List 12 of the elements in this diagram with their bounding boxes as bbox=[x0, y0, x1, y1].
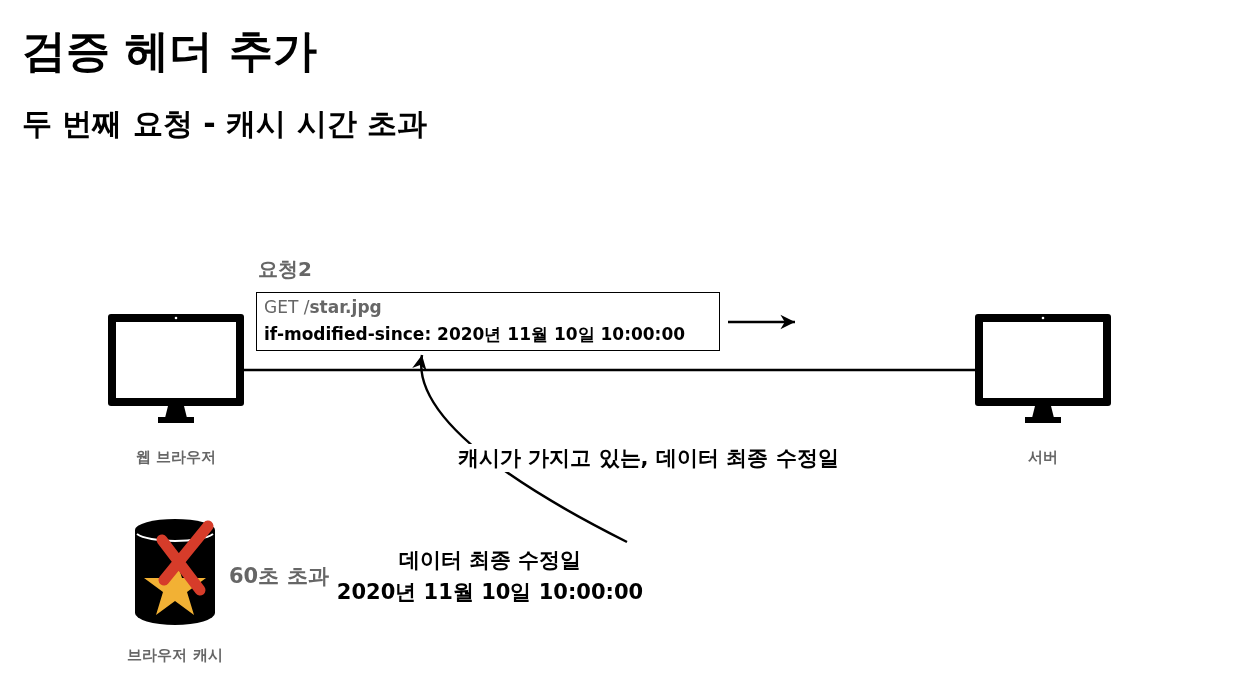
connector-line bbox=[244, 368, 975, 372]
device-label: 서버 bbox=[1027, 448, 1059, 467]
title: 검증 헤더 추가 bbox=[22, 24, 317, 78]
subtitle: 두 번째 요청 - 캐시 시간 초과 bbox=[22, 105, 428, 143]
header-line: if-modified-since: 2020년 11월 10일 10:00:00 bbox=[264, 323, 686, 346]
note-text: 2020년 11월 10일 10:00:00 bbox=[335, 579, 645, 606]
cache-label: 브라우저 캐시 bbox=[126, 646, 224, 665]
request-line: GET /star.jpg bbox=[264, 297, 382, 317]
request-heading: 요청2 bbox=[258, 256, 312, 283]
note-text: 데이터 최종 수정일 bbox=[397, 547, 583, 574]
beside-text: 60초 초과 bbox=[229, 563, 329, 590]
device-label: 웹 브라우저 bbox=[134, 448, 218, 467]
